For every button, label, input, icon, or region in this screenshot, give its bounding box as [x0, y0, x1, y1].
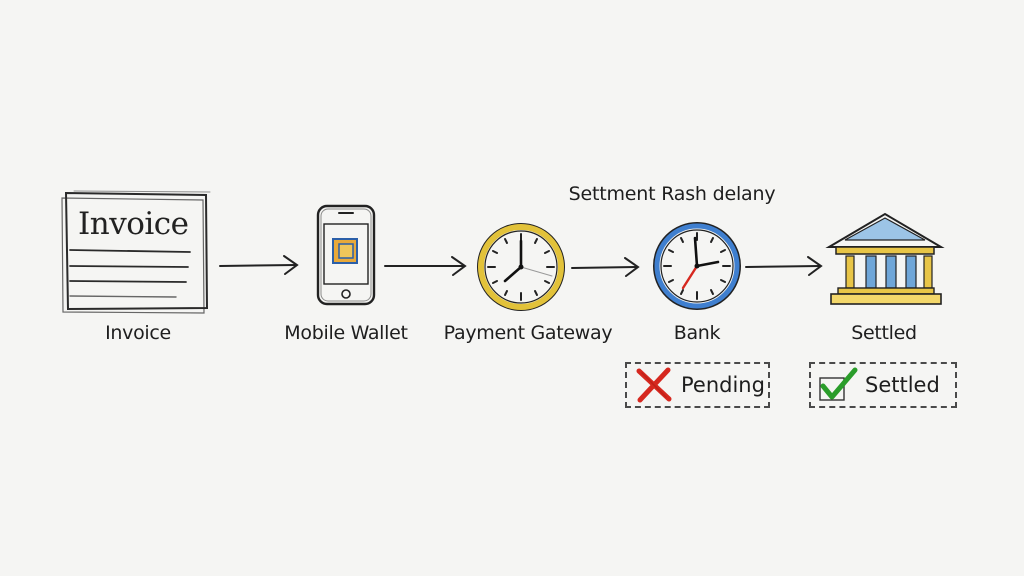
- flow-arrow-3: [571, 257, 640, 277]
- node-label-bank: Bank: [673, 322, 721, 344]
- node-label-settled: Settled: [851, 322, 917, 344]
- invoice-document-icon: [61, 190, 211, 314]
- invoice-document-heading: Invoice: [78, 206, 189, 242]
- flow-arrow-4: [745, 256, 823, 276]
- flow-arrow-1: [219, 255, 299, 275]
- node-label-mobile-wallet: Mobile Wallet: [284, 322, 408, 344]
- status-label-settled: Settled: [865, 373, 940, 397]
- status-badge-settled: Settled: [809, 362, 957, 408]
- status-badge-pending: Pending: [625, 362, 770, 408]
- bank-clock-icon: [653, 222, 741, 310]
- settlement-annotation: Settment Rash delany: [568, 183, 776, 205]
- flow-arrow-2: [384, 256, 467, 276]
- node-label-payment-gateway: Payment Gateway: [443, 322, 613, 344]
- smartphone-icon: [316, 204, 376, 306]
- red-cross-icon: [636, 367, 672, 403]
- status-label-pending: Pending: [681, 373, 765, 397]
- node-label-invoice: Invoice: [105, 322, 171, 344]
- bank-building-icon: [825, 212, 945, 305]
- green-checkmark-icon: [819, 367, 858, 401]
- gateway-clock-icon: [477, 223, 565, 311]
